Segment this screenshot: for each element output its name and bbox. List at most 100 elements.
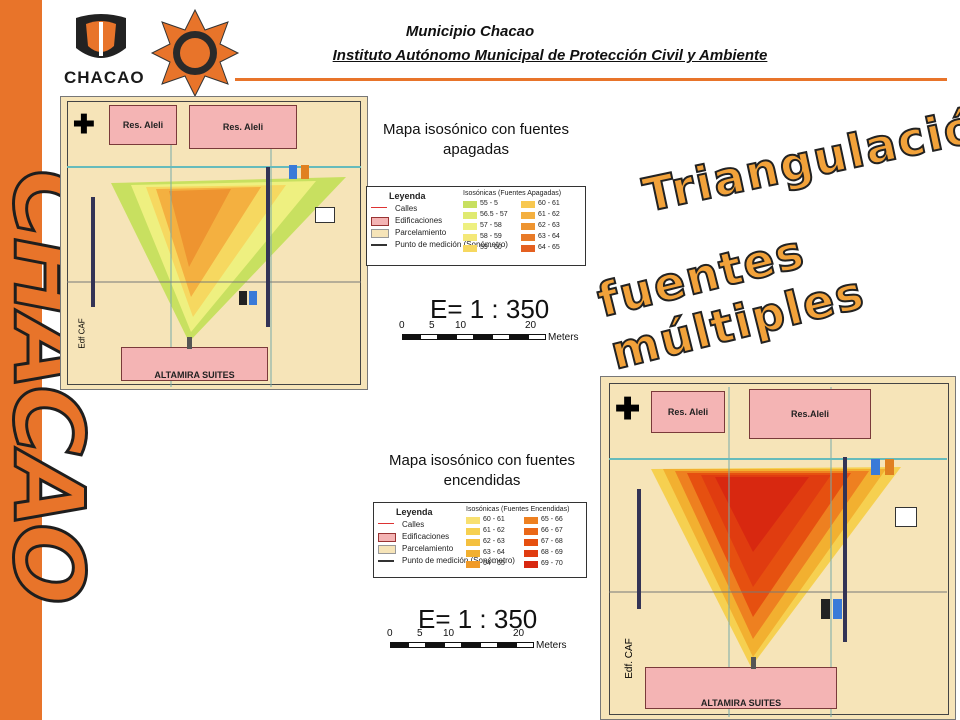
scale-tick-label: 5 xyxy=(417,628,423,639)
iso-color-swatch xyxy=(466,528,480,535)
isosonic-map-on: Res. Aleli Res.Aleli ALTAMIRA SUITES Edf… xyxy=(600,376,956,720)
building-res-aleli-2: Res.Aleli xyxy=(749,389,871,439)
building-swatch xyxy=(371,217,389,226)
iso-color-swatch xyxy=(466,517,480,524)
legend-item: Punto de medición (Sonómetro) xyxy=(395,240,508,249)
building-edf-caf: Edf. CAF xyxy=(623,638,635,679)
iso-color-swatch xyxy=(463,245,477,252)
iso-range-label: 62 - 63 xyxy=(538,222,560,229)
legend-map-off: Leyenda Calles Edificaciones Parcelamien… xyxy=(366,186,586,266)
iso-color-swatch xyxy=(466,550,480,557)
iso-range-label: 61 - 62 xyxy=(538,211,560,218)
parcel-swatch xyxy=(378,545,396,554)
scale-tick-label: 20 xyxy=(513,628,525,639)
building-altamira-suites: ALTAMIRA SUITES xyxy=(121,347,268,381)
iso-color-swatch xyxy=(463,234,477,241)
scale-segment xyxy=(492,334,510,340)
scale-segment xyxy=(390,642,408,648)
iso-color-swatch xyxy=(521,245,535,252)
iso-range-label: 60 - 61 xyxy=(538,200,560,207)
building-swatch xyxy=(378,533,396,542)
scale-segment xyxy=(426,642,444,648)
sound-meter-icon xyxy=(751,657,756,669)
noise-contours-off xyxy=(67,107,361,387)
iso-range-label: 66 - 67 xyxy=(541,527,563,534)
scale-unit: Meters xyxy=(536,640,567,651)
sound-meter-icon xyxy=(187,337,192,349)
scale-tick-label: 0 xyxy=(399,320,405,331)
legend-item: Edificaciones xyxy=(402,532,450,541)
iso-color-swatch xyxy=(521,212,535,219)
iso-range-label: 68 - 69 xyxy=(541,549,563,556)
iso-color-swatch xyxy=(521,234,535,241)
iso-color-swatch xyxy=(524,528,538,535)
title-art-line2: fuentes múltiples xyxy=(591,223,871,381)
iso-range-label: 65 - 66 xyxy=(541,516,563,523)
logo-text: CHACAO xyxy=(64,68,145,87)
civil-protection-badge-icon xyxy=(150,8,240,98)
vehicle-icon xyxy=(289,165,297,179)
street-swatch xyxy=(371,207,387,208)
building-res-aleli-1: Res. Aleli xyxy=(109,105,177,145)
iso-legend-title: Isosónicas (Fuentes Apagadas) xyxy=(463,190,562,197)
isosonic-map-off: Res. Aleli Res. Aleli ALTAMIRA SUITES Ed… xyxy=(60,96,368,390)
iso-color-swatch xyxy=(521,223,535,230)
scale-segment xyxy=(528,334,546,340)
iso-range-label: 62 - 63 xyxy=(483,538,505,545)
scale-label-map-on: E= 1 : 350 xyxy=(418,604,538,634)
scale-segment xyxy=(444,642,462,648)
scale-segment xyxy=(462,642,480,648)
iso-color-swatch xyxy=(524,517,538,524)
iso-color-swatch xyxy=(466,561,480,568)
street-swatch xyxy=(378,523,394,524)
scale-segment xyxy=(438,334,456,340)
scale-tick-label: 0 xyxy=(387,628,393,639)
side-banner xyxy=(0,0,42,720)
vehicle-icon xyxy=(301,165,309,179)
iso-color-swatch xyxy=(521,201,535,208)
iso-color-swatch xyxy=(463,223,477,230)
iso-range-label: 59 - 60 xyxy=(480,244,502,251)
scale-segment xyxy=(480,642,498,648)
legend-map-on: Leyenda Calles Edificaciones Parcelamien… xyxy=(373,502,587,578)
vehicle-icon xyxy=(885,459,894,475)
scale-segment xyxy=(498,642,516,648)
iso-color-swatch xyxy=(463,201,477,208)
iso-color-swatch xyxy=(466,539,480,546)
legend-item: Calles xyxy=(402,520,425,529)
iso-range-label: 56.5 - 57 xyxy=(480,211,508,218)
iso-range-label: 64 - 65 xyxy=(483,560,505,567)
iso-color-swatch xyxy=(524,550,538,557)
iso-range-label: 63 - 64 xyxy=(483,549,505,556)
scale-segment xyxy=(510,334,528,340)
equipment-icon xyxy=(895,507,917,527)
vehicle-icon xyxy=(249,291,257,305)
iso-color-swatch xyxy=(463,212,477,219)
iso-range-label: 57 - 58 xyxy=(480,222,502,229)
equipment-icon xyxy=(315,207,335,223)
scale-segment xyxy=(456,334,474,340)
iso-color-swatch xyxy=(524,539,538,546)
building-res-aleli-2: Res. Aleli xyxy=(189,105,297,149)
iso-legend-title: Isosónicas (Fuentes Encendidas) xyxy=(466,506,570,513)
institute-title: Instituto Autónomo Municipal de Protecci… xyxy=(332,47,768,64)
iso-color-swatch xyxy=(524,561,538,568)
scale-tick-label: 20 xyxy=(525,320,537,331)
building-res-aleli-1: Res. Aleli xyxy=(651,391,725,433)
scale-segment xyxy=(516,642,534,648)
scale-tick-label: 10 xyxy=(443,628,455,639)
legend-item: Calles xyxy=(395,204,418,213)
scale-label-map-off: E= 1 : 350 xyxy=(430,294,550,324)
vehicle-icon xyxy=(239,291,247,305)
legend-item: Edificaciones xyxy=(395,216,443,225)
iso-range-label: 60 - 61 xyxy=(483,516,505,523)
scale-segment xyxy=(408,642,426,648)
scale-tick-label: 5 xyxy=(429,320,435,331)
scale-segment xyxy=(474,334,492,340)
caption-map-on: Mapa isosónico con fuentes encendidas xyxy=(389,452,575,489)
legend-item: Parcelamiento xyxy=(402,544,454,553)
